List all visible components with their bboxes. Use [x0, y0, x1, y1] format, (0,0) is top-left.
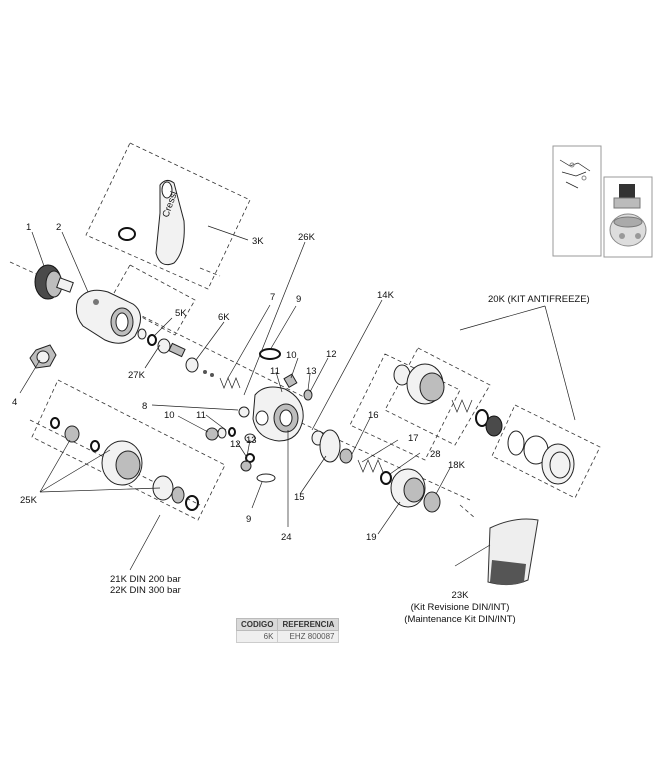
label-19: 19 [366, 532, 377, 543]
label-4: 4 [12, 397, 17, 408]
label-8: 8 [142, 401, 147, 412]
label-24: 24 [281, 532, 292, 543]
label-16: 16 [368, 410, 379, 421]
part-10-plug-left[interactable] [205, 427, 236, 441]
part-15-diaphragm[interactable] [311, 429, 353, 464]
label-20k: 20K (KIT ANTIFREEZE) [488, 294, 590, 305]
leader-lines [19, 225, 576, 571]
part-20k-antifreeze[interactable] [507, 430, 575, 485]
inset-exploded-thumbnail[interactable] [552, 145, 602, 257]
label-6k: 6K [218, 312, 230, 323]
label-13-right: 13 [306, 366, 317, 377]
part-18k-port[interactable] [423, 491, 441, 513]
label-18k: 18K [448, 460, 466, 471]
label-10-top: 10 [286, 350, 297, 361]
part-28-ring[interactable] [380, 471, 392, 485]
label-12-bottom: 12 [230, 439, 241, 450]
kit-20k-box-a [384, 347, 491, 446]
label-10-left: 10 [164, 410, 175, 421]
part-12-plug-bottom[interactable] [240, 453, 255, 472]
part-7-spring[interactable] [219, 377, 241, 389]
label-1: 1 [26, 222, 31, 233]
part-24-body[interactable] [238, 386, 304, 443]
label-11-left: 11 [196, 410, 206, 421]
table-row: 6K EHZ 800087 [235, 630, 340, 643]
label-3k: 3K [252, 236, 264, 247]
part-9-oring-bottom[interactable] [256, 473, 276, 483]
part-2-yoke[interactable] [75, 289, 141, 344]
label-22k: 22K DIN 300 bar [110, 585, 181, 596]
label-23k-en: (Maintenance Kit DIN/INT) [404, 614, 515, 625]
table-cell-code: 6K [235, 630, 279, 643]
part-17-spring[interactable] [357, 459, 384, 473]
label-21k: 21K DIN 200 bar [110, 574, 181, 585]
part-25k-din-kit[interactable] [50, 417, 199, 511]
label-2: 2 [56, 222, 61, 233]
part-9-oring-top[interactable] [259, 348, 281, 360]
label-26k: 26K [298, 232, 316, 243]
part-23k-maintenance-bag[interactable] [487, 518, 539, 586]
part-14k-cap[interactable] [393, 363, 445, 405]
label-12-top: 12 [326, 349, 337, 360]
reference-table: CODIGO REFERENCIA 6K EHZ 800087 [235, 618, 340, 643]
label-13-bottom: 13 [246, 435, 257, 446]
label-7: 7 [270, 292, 275, 303]
label-15: 15 [294, 492, 305, 503]
kit-25k-box [31, 379, 226, 521]
label-5k: 5K [175, 308, 187, 319]
label-25k: 25K [20, 495, 38, 506]
part-6k-piston[interactable] [185, 357, 214, 377]
inset-regulator-photo[interactable] [603, 176, 653, 258]
part-13-plug-right[interactable] [303, 389, 313, 401]
kit-20k-box-b [491, 404, 601, 499]
table-header-codigo: CODIGO [235, 618, 279, 631]
kit-3k-box [85, 142, 251, 290]
kit-14k-box [349, 353, 461, 461]
table-header-referencia: REFERENCIA [277, 618, 340, 631]
part-5k-seat[interactable] [137, 328, 186, 358]
part-16-spring[interactable] [451, 399, 503, 437]
table-cell-reference: EHZ 800087 [277, 630, 340, 643]
label-17: 17 [408, 433, 419, 444]
part-1-knob[interactable] [34, 264, 74, 300]
callout-labels: 1 2 3K 4 5K 6K 7 8 9 9 10 10 11 11 12 12… [12, 222, 590, 625]
label-9-top: 9 [296, 294, 301, 305]
part-4-nut[interactable] [29, 344, 57, 369]
kit-5k-box [109, 264, 196, 336]
label-23k: 23K [452, 590, 470, 601]
label-11-top: 11 [270, 366, 280, 377]
label-28: 28 [430, 449, 441, 460]
label-23k-it: (Kit Revisione DIN/INT) [411, 602, 510, 613]
part-3k-yoke-screw[interactable]: Cressi [118, 179, 185, 266]
label-14k: 14K [377, 290, 395, 301]
part-10-plug-top[interactable] [283, 373, 298, 389]
label-27k: 27K [128, 370, 146, 381]
label-9-bottom: 9 [246, 514, 251, 525]
part-19-turret[interactable] [390, 468, 426, 508]
